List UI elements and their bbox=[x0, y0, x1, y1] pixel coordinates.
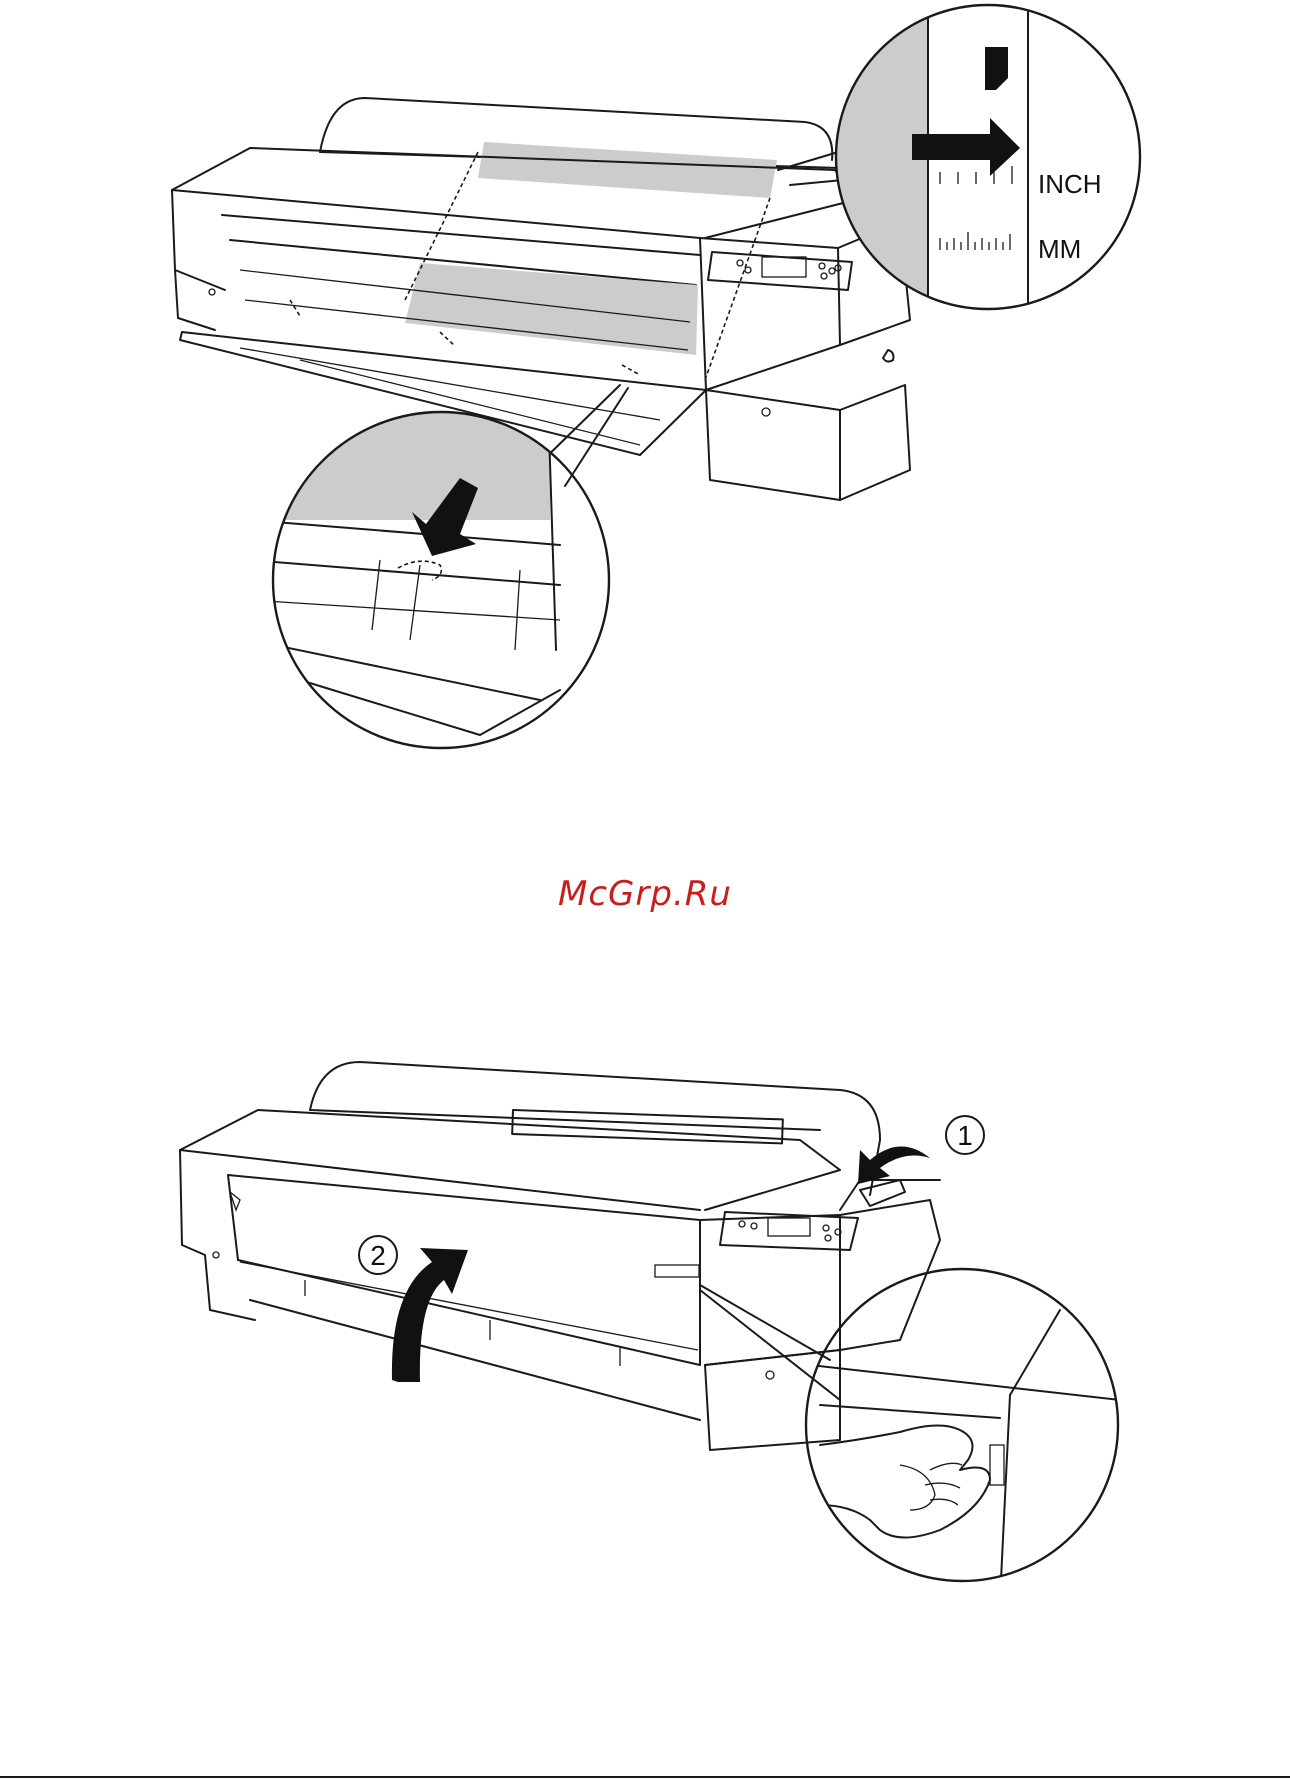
printer-open-cover-illustration bbox=[172, 98, 910, 500]
watermark-text: McGrp.Ru bbox=[558, 874, 732, 914]
step-1-number: 1 bbox=[957, 1120, 973, 1151]
step-2-number: 2 bbox=[370, 1240, 386, 1271]
curved-arrow-up-icon bbox=[392, 1248, 468, 1382]
printer-closing-cover-illustration: 1 2 bbox=[180, 1062, 984, 1450]
inch-label: INCH bbox=[1038, 169, 1102, 199]
paper-edge-icon bbox=[985, 47, 1008, 90]
mm-label: MM bbox=[1038, 234, 1081, 264]
paper-slot-magnifier bbox=[250, 385, 628, 748]
curved-arrow-lever-icon bbox=[858, 1146, 930, 1184]
handle-magnifier bbox=[806, 1269, 1120, 1600]
